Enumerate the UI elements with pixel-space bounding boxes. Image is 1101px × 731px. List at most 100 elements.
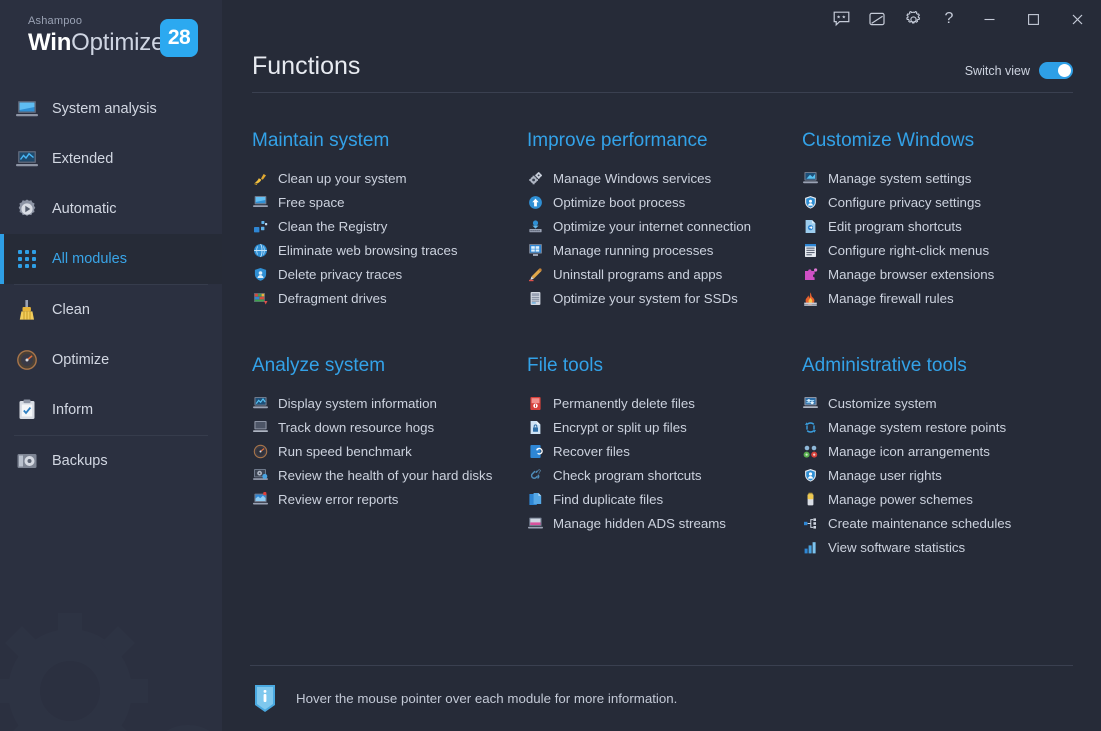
module-review-the-health-of-your-hard-disks[interactable]: Review the health of your hard disks <box>252 463 527 487</box>
module-uninstall-programs-and-apps[interactable]: Uninstall programs and apps <box>527 262 802 286</box>
sidebar-item-backups[interactable]: Backups <box>0 436 222 486</box>
module-run-speed-benchmark[interactable]: Run speed benchmark <box>252 439 527 463</box>
module-manage-firewall-rules[interactable]: Manage firewall rules <box>802 286 1081 310</box>
module-manage-hidden-ads-streams[interactable]: Manage hidden ADS streams <box>527 511 802 535</box>
module-encrypt-or-split-up-files[interactable]: Encrypt or split up files <box>527 415 802 439</box>
sidebar-item-automatic[interactable]: Automatic <box>0 184 222 234</box>
module-label: Manage browser extensions <box>828 266 995 282</box>
module-configure-right-click-menus[interactable]: Configure right-click menus <box>802 238 1081 262</box>
group-title: Maintain system <box>252 130 390 151</box>
module-label: Recover files <box>553 443 630 459</box>
close-button[interactable] <box>1055 0 1099 38</box>
module-manage-system-settings[interactable]: Manage system settings <box>802 166 1081 190</box>
module-manage-browser-extensions[interactable]: Manage browser extensions <box>802 262 1081 286</box>
module-manage-windows-services[interactable]: Manage Windows services <box>527 166 802 190</box>
maximize-button[interactable] <box>1011 0 1055 38</box>
module-label: Encrypt or split up files <box>553 419 687 435</box>
module-edit-program-shortcuts[interactable]: Edit program shortcuts <box>802 214 1081 238</box>
icon-arrange-icon <box>802 443 819 460</box>
registry-blocks-icon <box>252 218 269 235</box>
module-permanently-delete-files[interactable]: Permanently delete files <box>527 391 802 415</box>
module-manage-user-rights[interactable]: Manage user rights <box>802 463 1081 487</box>
module-create-maintenance-schedules[interactable]: Create maintenance schedules <box>802 511 1081 535</box>
group-title: Improve performance <box>527 130 708 151</box>
module-manage-system-restore-points[interactable]: Manage system restore points <box>802 415 1081 439</box>
module-defragment-drives[interactable]: Defragment drives <box>252 286 527 310</box>
minimize-button[interactable] <box>967 0 1011 38</box>
module-eliminate-web-browsing-traces[interactable]: Eliminate web browsing traces <box>252 238 527 262</box>
module-delete-privacy-traces[interactable]: Delete privacy traces <box>252 262 527 286</box>
module-track-down-resource-hogs[interactable]: Track down resource hogs <box>252 415 527 439</box>
laptop-chart-icon <box>14 148 40 170</box>
user-shield-icon <box>802 467 819 484</box>
gears-icon <box>527 170 544 187</box>
grid-icon <box>14 248 40 270</box>
gear-icon[interactable] <box>895 4 931 34</box>
module-check-program-shortcuts[interactable]: ?Check program shortcuts <box>527 463 802 487</box>
switch-view-control[interactable]: Switch view <box>965 62 1073 79</box>
logo-product: WinOptimizer <box>28 28 222 58</box>
broom-icon <box>14 299 40 321</box>
module-manage-power-schemes[interactable]: Manage power schemes <box>802 487 1081 511</box>
module-manage-running-processes[interactable]: Manage running processes <box>527 238 802 262</box>
module-customize-system[interactable]: Customize system <box>802 391 1081 415</box>
module-label: Manage user rights <box>828 467 942 483</box>
sidebar-item-clean[interactable]: Clean <box>0 285 222 335</box>
switch-view-toggle[interactable] <box>1039 62 1073 79</box>
puzzle-icon <box>802 266 819 283</box>
module-display-system-information[interactable]: Display system information <box>252 391 527 415</box>
feedback-icon[interactable] <box>823 4 859 34</box>
module-label: Track down resource hogs <box>278 419 435 435</box>
module-clean-the-registry[interactable]: Clean the Registry <box>252 214 527 238</box>
module-optimize-your-internet-connection[interactable]: Optimize your internet connection <box>527 214 802 238</box>
firewall-brick-icon <box>802 290 819 307</box>
module-label: Clean up your system <box>278 170 407 186</box>
globe-icon <box>252 242 269 259</box>
customize-laptop-icon <box>802 395 819 412</box>
module-find-duplicate-files[interactable]: Find duplicate files <box>527 487 802 511</box>
group-analyze-system: Analyze system Display system informatio… <box>252 354 527 559</box>
footer-divider <box>250 665 1073 666</box>
module-label: Permanently delete files <box>553 395 695 411</box>
shield-privacy-icon <box>802 194 819 211</box>
sidebar-item-all-modules[interactable]: All modules <box>0 234 222 284</box>
sidebar-item-system-analysis[interactable]: System analysis <box>0 84 222 134</box>
module-clean-up-your-system[interactable]: Clean up your system <box>252 166 527 190</box>
title-bar: ? <box>222 0 1101 38</box>
group-maintain-system: Maintain system Clean up your system Fre… <box>252 129 527 310</box>
sidebar-item-label: Backups <box>52 453 108 469</box>
help-icon[interactable]: ? <box>931 4 967 34</box>
module-recover-files[interactable]: Recover files <box>527 439 802 463</box>
speedometer-icon <box>252 443 269 460</box>
module-view-software-statistics[interactable]: View software statistics <box>802 535 1081 559</box>
module-label: Uninstall programs and apps <box>553 266 723 282</box>
module-manage-icon-arrangements[interactable]: Manage icon arrangements <box>802 439 1081 463</box>
group-improve-performance: Improve performance Manage Windows servi… <box>527 129 802 310</box>
module-label: Optimize boot process <box>553 194 686 210</box>
sidebar-item-label: Extended <box>52 151 114 167</box>
screenshot-icon[interactable] <box>859 4 895 34</box>
module-optimize-boot-process[interactable]: Optimize boot process <box>527 190 802 214</box>
laptop-blue-icon <box>252 194 269 211</box>
shortcut-file-icon <box>802 218 819 235</box>
module-label: Manage Windows services <box>553 170 712 186</box>
group-title: Customize Windows <box>802 130 975 151</box>
help-label: ? <box>944 10 954 27</box>
module-label: Review error reports <box>278 491 399 507</box>
disk-health-icon <box>252 467 269 484</box>
sidebar-item-extended[interactable]: Extended <box>0 134 222 184</box>
module-free-space[interactable]: Free space <box>252 190 527 214</box>
sidebar-item-label: System analysis <box>52 101 157 117</box>
modules-grid: Maintain system Clean up your system Fre… <box>252 129 1081 559</box>
module-review-error-reports[interactable]: Review error reports <box>252 487 527 511</box>
module-label: Defragment drives <box>278 290 387 306</box>
sidebar-item-optimize[interactable]: Optimize <box>0 335 222 385</box>
group-title: Analyze system <box>252 355 386 376</box>
module-label: Manage icon arrangements <box>828 443 990 459</box>
toggle-knob <box>1058 64 1071 77</box>
sidebar-item-inform[interactable]: Inform <box>0 385 222 435</box>
module-optimize-your-system-for-ssds[interactable]: Optimize your system for SSDs <box>527 286 802 310</box>
module-configure-privacy-settings[interactable]: Configure privacy settings <box>802 190 1081 214</box>
module-label: View software statistics <box>828 539 966 555</box>
sidebar-item-label: Inform <box>52 402 94 418</box>
